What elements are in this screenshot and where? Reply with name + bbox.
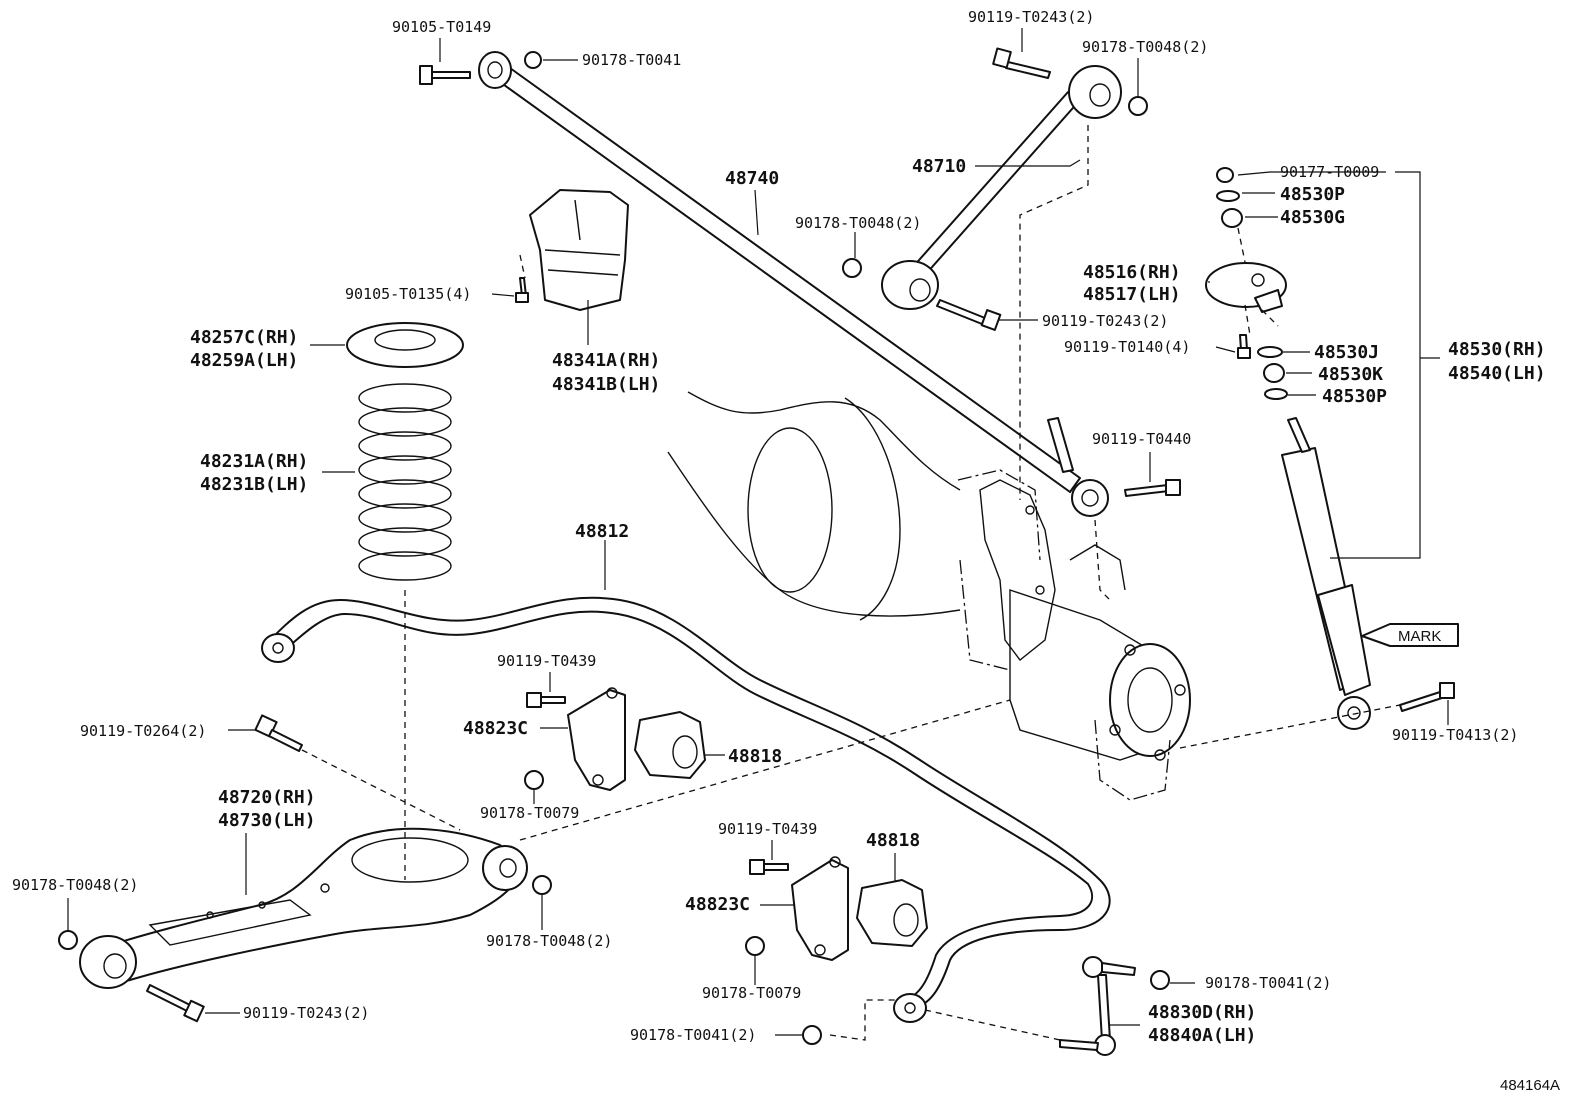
label-48231B: 48231B(LH) [200,474,308,495]
label-90119-T0413: 90119-T0413(2) [1392,726,1518,744]
diagram-reference-number: 484164A [1500,1077,1560,1094]
rod-bushing-rear [1071,479,1109,517]
label-48540: 48540(LH) [1448,363,1546,384]
label-90105-T0135: 90105-T0135(4) [345,285,471,303]
label-48730: 48730(LH) [218,810,316,831]
mark-label: MARK [1398,628,1441,645]
label-90119-T0243-top: 90119-T0243(2) [968,8,1094,26]
label-90177-T0009: 90177-T0009 [1280,163,1379,181]
shock-absorber-48530 [1047,167,1371,730]
label-90119-T0439-a: 90119-T0439 [497,652,596,670]
label-48231A: 48231A(RH) [200,451,308,472]
label-48530P-bot: 48530P [1322,386,1387,407]
label-48710: 48710 [912,156,966,177]
label-90178-T0041-top: 90178-T0041 [582,51,681,69]
label-90119-T0439-b: 90119-T0439 [718,820,817,838]
label-90178-T0079-b: 90178-T0079 [702,984,801,1002]
label-48530K: 48530K [1318,364,1383,385]
upper-control-arm-48710 [881,65,1122,310]
stabilizer-link-48830 [1059,956,1136,1056]
stabilizer-bar-48812 [261,596,1111,1023]
assembly-lines [301,125,1401,1041]
label-48257C: 48257C(RH) [190,327,298,348]
label-48259A: 48259A(LH) [190,350,298,371]
label-48516: 48516(RH) [1083,262,1181,283]
knuckle-hub [979,479,1191,801]
stabilizer-bracket-b [791,856,849,961]
stabilizer-bushing-a [634,711,706,779]
label-90119-T0243-mid: 90119-T0243(2) [1042,312,1168,330]
label-48840A: 48840A(LH) [1148,1025,1256,1046]
label-90178-T0041-right: 90178-T0041(2) [1205,974,1331,992]
label-90178-T0048-arm: 90178-T0048(2) [486,932,612,950]
stabilizer-bushing-b [856,879,928,947]
lower-control-arm-48720 [79,827,528,989]
label-90119-T0264: 90119-T0264(2) [80,722,206,740]
label-90178-T0041-bot: 90178-T0041(2) [630,1026,756,1044]
label-90178-T0048-left: 90178-T0048(2) [12,876,138,894]
stabilizer-bracket-a [567,687,626,791]
lateral-control-rod-48740 [478,51,1109,517]
fasteners [58,47,1455,1045]
label-48818-a: 48818 [728,746,782,767]
label-90178-T0048-mid: 90178-T0048(2) [795,214,921,232]
rod-bushing-front [478,51,512,89]
label-48530G: 48530G [1280,207,1345,228]
label-90105-T0149: 90105-T0149 [392,18,491,36]
label-48341B: 48341B(LH) [552,374,660,395]
label-48823C-a: 48823C [463,718,528,739]
label-48830D: 48830D(RH) [1148,1002,1256,1023]
label-48341A: 48341A(RH) [552,350,660,371]
label-48517: 48517(LH) [1083,284,1181,305]
label-48740: 48740 [725,168,779,189]
bound-stopper-48341 [529,189,629,311]
label-90119-T0243-bot: 90119-T0243(2) [243,1004,369,1022]
label-48720: 48720(RH) [218,787,316,808]
label-90178-T0079-a: 90178-T0079 [480,804,579,822]
label-48818-b: 48818 [866,830,920,851]
label-48812: 48812 [575,521,629,542]
coil-spring-48231 [346,322,464,581]
spring-insulator-48257C [346,322,464,368]
leader-lines [67,28,1449,1036]
label-48530: 48530(RH) [1448,339,1546,360]
axle-housing-outline [667,391,1041,671]
label-48823C-b: 48823C [685,894,750,915]
label-48530P-top: 48530P [1280,184,1345,205]
label-90178-T0048-top: 90178-T0048(2) [1082,38,1208,56]
label-90119-T0140: 90119-T0140(4) [1064,338,1190,356]
label-48530J: 48530J [1314,342,1379,363]
label-90119-T0440: 90119-T0440 [1092,430,1191,448]
part-labels: 90105-T0149 90178-T0041 90119-T0243(2) 9… [12,8,1560,1094]
mark-callout: MARK [1361,623,1459,647]
